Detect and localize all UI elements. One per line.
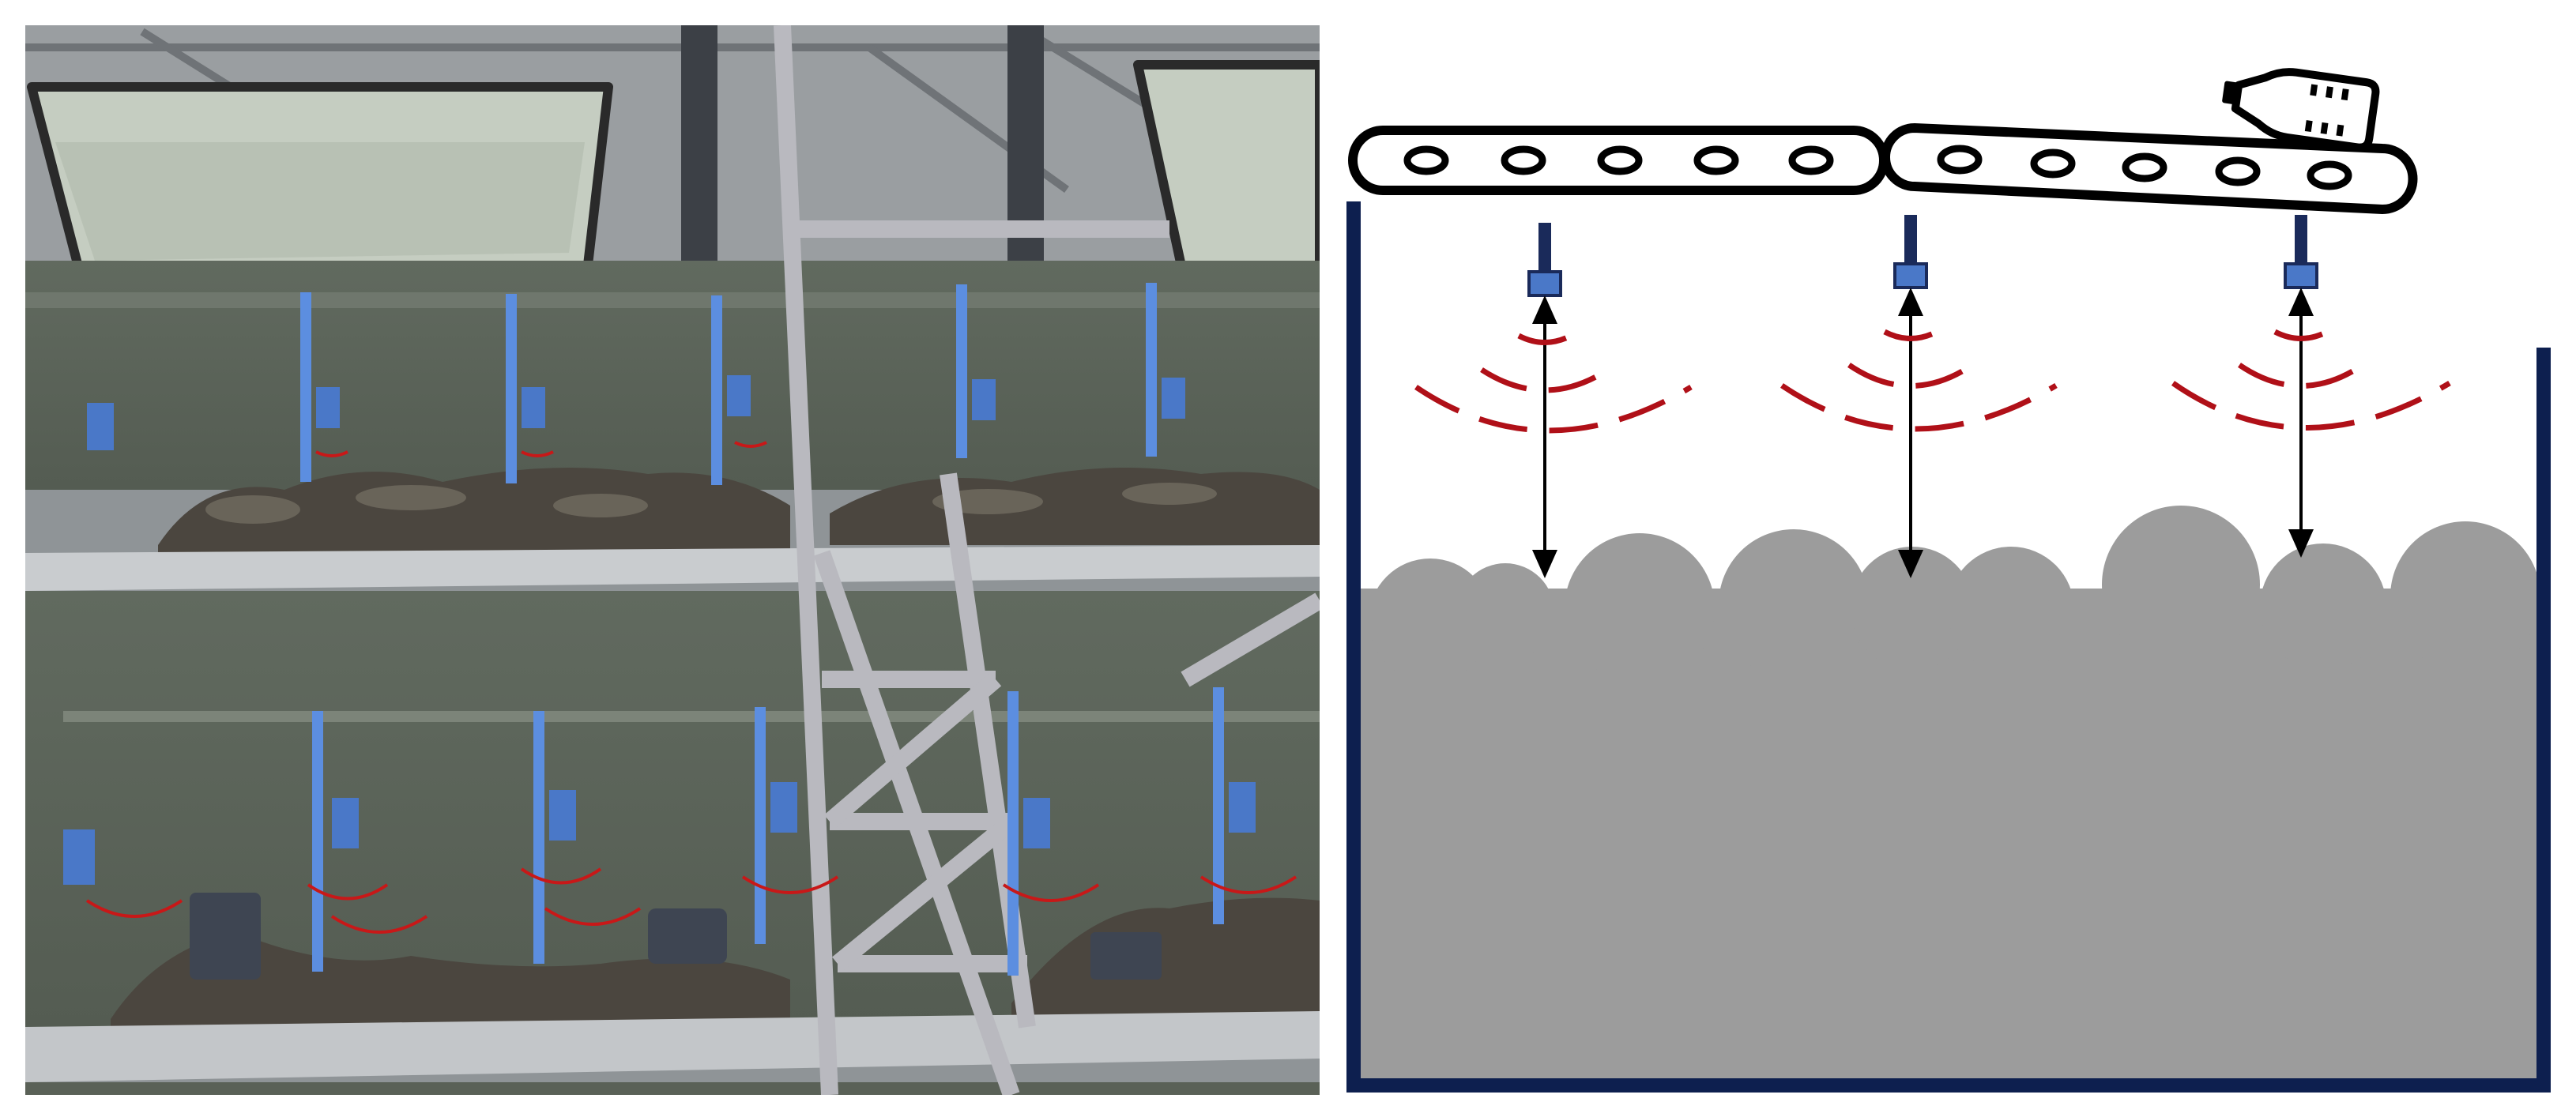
ultrasonic-sensor-icon <box>300 292 348 482</box>
conveyor-belt-icon <box>1881 123 2418 214</box>
upper-floor-ledge <box>25 545 1320 591</box>
ultrasonic-sensor-icon <box>506 294 554 483</box>
upper-sensor-row <box>87 283 1185 485</box>
ultrasonic-sensor-icon <box>1007 691 1050 976</box>
right-panel-schematic <box>1346 68 2551 1093</box>
ultrasonic-sensor-icon <box>1527 223 1562 297</box>
ultrasonic-sensor-icon <box>711 295 767 485</box>
steel-frame <box>774 25 1320 1095</box>
sound-wave-icon <box>1780 329 2058 432</box>
material-pile-icon <box>1355 506 2541 1082</box>
plastic-bottle-icon <box>2222 68 2380 152</box>
ultrasonic-sensor-icon <box>312 711 359 972</box>
ultrasonic-sensor-icon <box>2284 215 2318 289</box>
upper-hopper <box>1133 60 1320 289</box>
ultrasonic-sensor-icon <box>1893 215 1928 289</box>
upper-hopper <box>27 82 613 305</box>
conveyor-belt-icon <box>1348 126 1889 195</box>
lower-material-pile <box>111 897 1320 1035</box>
sound-wave-icon <box>1414 333 1693 434</box>
ultrasonic-sensor-icon <box>1146 283 1185 457</box>
sound-wave-icon <box>85 867 1297 934</box>
sound-wave-icon <box>2171 329 2451 431</box>
steel-column <box>681 25 717 278</box>
ultrasonic-sensor-icon <box>1213 687 1256 924</box>
bunker-wall-icon <box>1346 201 2551 1093</box>
left-panel-illustration <box>25 25 1320 1095</box>
ultrasonic-sensor-icon <box>956 284 996 458</box>
ultrasonic-sensor-icon <box>533 711 576 964</box>
lower-sensor-row <box>63 687 1256 976</box>
